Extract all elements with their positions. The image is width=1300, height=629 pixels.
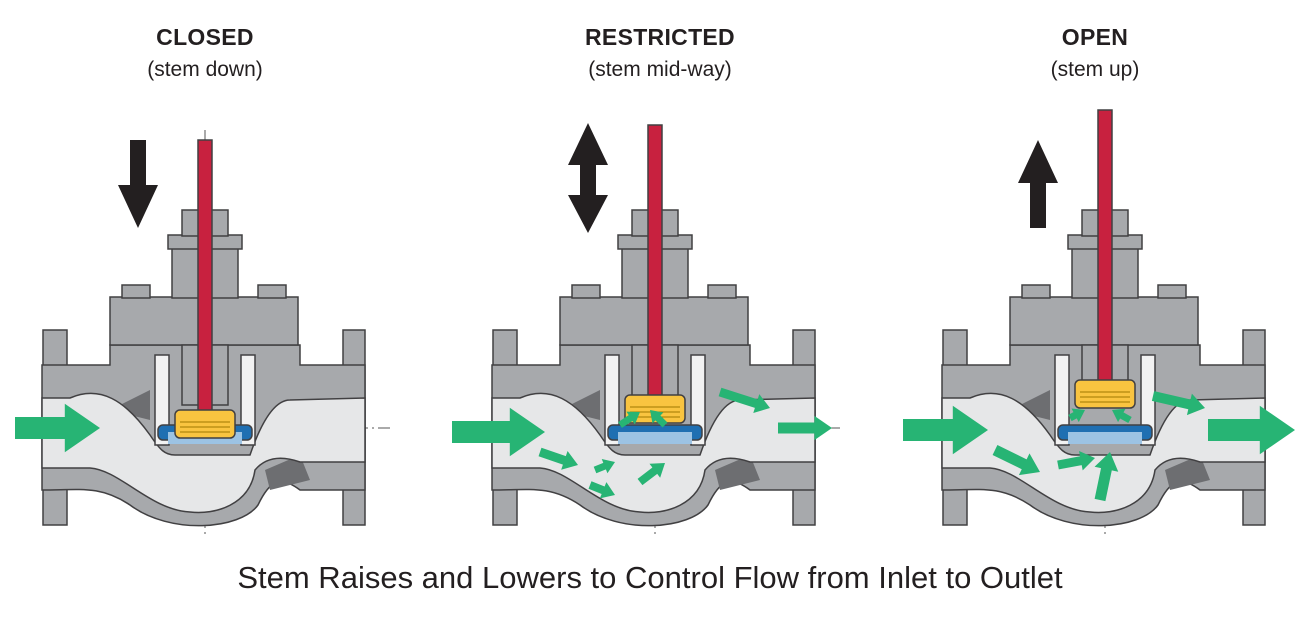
bolt: [1157, 284, 1187, 299]
bolt: [121, 284, 151, 299]
stem: [197, 139, 213, 413]
flow-arrow-icon: [1057, 450, 1095, 471]
flow-arrow-icon: [1208, 405, 1295, 455]
closed-title: CLOSED: [156, 24, 254, 50]
valve-restricted: [452, 123, 840, 537]
valve-open: [903, 109, 1295, 537]
restricted-title: RESTRICTED: [585, 24, 735, 50]
flow-arrow-icon: [538, 447, 578, 470]
flow-arrow-icon: [15, 403, 100, 453]
flow-arrow-icon: [718, 387, 770, 414]
flow-arrows: [15, 403, 100, 453]
plug: [1074, 379, 1136, 409]
seat-gap: [1068, 432, 1142, 444]
flow-arrow-icon: [618, 411, 640, 428]
cage-left: [604, 354, 620, 446]
bolt: [571, 284, 601, 299]
bolt: [257, 284, 287, 299]
plug: [174, 409, 236, 439]
flow-arrow-icon: [1068, 408, 1085, 423]
stem-down-arrow-icon: [118, 140, 158, 228]
flow-arrows: [903, 391, 1295, 502]
flow-channel: [491, 392, 816, 514]
flow-arrow-icon: [588, 481, 615, 499]
flow-arrow-icon: [1094, 452, 1119, 502]
bolt: [1021, 284, 1051, 299]
cage-left: [1054, 354, 1070, 446]
cage-left: [154, 354, 170, 446]
flow-channel: [41, 392, 366, 514]
caption: Stem Raises and Lowers to Control Flow f…: [237, 560, 1063, 595]
flow-arrow-icon: [778, 415, 832, 441]
flow-arrow-icon: [903, 405, 988, 455]
body-web: [265, 455, 310, 490]
flow-arrow-icon: [637, 463, 665, 486]
cage-right: [690, 354, 706, 446]
flow-arrow-icon: [1112, 408, 1132, 424]
flow-arrow-icon: [452, 407, 545, 457]
body-web: [1165, 455, 1210, 490]
closed-subtitle: (stem down): [147, 58, 263, 81]
valve-closed: [15, 130, 390, 537]
flow-arrows: [452, 387, 832, 499]
restricted-subtitle: (stem mid-way): [588, 58, 732, 81]
flow-channel: [941, 392, 1266, 514]
body-web: [715, 455, 760, 490]
stem: [647, 124, 663, 398]
plug: [624, 394, 686, 424]
seat-gap: [618, 432, 692, 444]
flow-arrow-icon: [1151, 391, 1205, 416]
open-subtitle: (stem up): [1050, 58, 1140, 81]
stem: [1097, 109, 1113, 383]
flow-arrow-icon: [593, 459, 615, 474]
flow-arrow-icon: [992, 445, 1040, 476]
bolt: [707, 284, 737, 299]
flow-arrow-icon: [650, 410, 668, 428]
stem-up-arrow-icon: [1018, 140, 1058, 228]
open-title: OPEN: [1061, 24, 1129, 50]
cage-right: [240, 354, 256, 446]
stem-both-arrow-icon: [568, 123, 608, 233]
